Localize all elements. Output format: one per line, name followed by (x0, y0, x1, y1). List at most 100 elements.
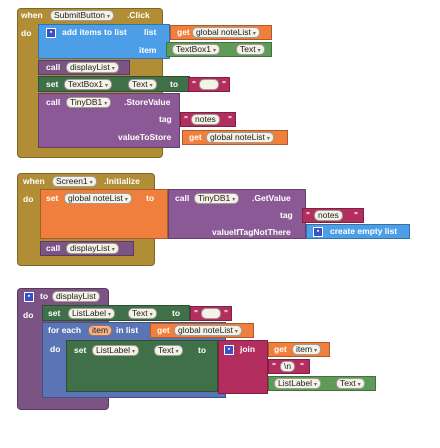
get-keyword: get (177, 27, 190, 37)
chevron-down-icon: ▾ (104, 83, 108, 89)
chevron-down-icon: ▾ (111, 247, 115, 253)
chevron-down-icon: ▾ (234, 329, 238, 335)
tag-socket-label: tag (280, 210, 293, 220)
chevron-down-icon: ▾ (212, 48, 216, 54)
procedure-name-field[interactable]: displayList (52, 291, 100, 302)
join-keyword: join (240, 344, 256, 354)
text-property-dropdown[interactable]: Text▾ (154, 345, 183, 356)
open-quote-icon: " (192, 79, 197, 89)
chevron-down-icon: ▾ (252, 31, 256, 37)
listlabel-component-dropdown[interactable]: ListLabel▾ (92, 345, 140, 356)
when-keyword: when (21, 10, 43, 20)
open-quote-icon: " (184, 114, 189, 124)
global-notelist-dropdown[interactable]: global noteList▾ (206, 132, 274, 143)
mutator-gear-icon[interactable]: ▪ (46, 28, 56, 38)
set-textbox1-text-block[interactable] (38, 76, 190, 92)
valuetostore-socket-label: valueToStore (118, 132, 172, 142)
submitbutton-component-dropdown[interactable]: SubmitButton▾ (50, 10, 115, 21)
text-property-dropdown[interactable]: Text▾ (128, 308, 157, 319)
to-keyword: to (146, 193, 155, 203)
empty-text-field[interactable] (201, 308, 221, 319)
mutator-gear-icon[interactable]: ▪ (313, 227, 323, 237)
open-quote-icon: " (194, 308, 199, 318)
text-property-dropdown[interactable]: Text▾ (336, 378, 365, 389)
to-keyword: to (40, 291, 49, 301)
text-property-dropdown[interactable]: Text▾ (128, 79, 157, 90)
list-socket-label: list (144, 27, 157, 37)
chevron-down-icon: ▾ (266, 136, 270, 142)
storevalue-method-name: .StoreValue (124, 97, 171, 107)
displaylist-procedure-dropdown[interactable]: displayList▾ (66, 243, 119, 254)
close-quote-icon: " (222, 79, 227, 89)
chevron-down-icon: ▾ (149, 312, 153, 318)
global-notelist-dropdown[interactable]: global noteList▾ (174, 325, 242, 336)
chevron-down-icon: ▾ (111, 66, 115, 72)
notes-text-field[interactable]: notes (191, 114, 220, 125)
chevron-down-icon: ▾ (357, 382, 361, 388)
chevron-down-icon: ▾ (149, 83, 153, 89)
global-notelist-dropdown[interactable]: global noteList▾ (192, 27, 260, 38)
close-quote-icon: " (228, 114, 233, 124)
global-notelist-dropdown[interactable]: global noteList▾ (64, 193, 132, 204)
empty-text-field[interactable] (199, 79, 219, 90)
screen1-component-dropdown[interactable]: Screen1▾ (52, 176, 97, 187)
getvalue-method-name: .GetValue (252, 193, 291, 203)
for-each-keyword: for each (48, 325, 82, 335)
textbox1-component-dropdown[interactable]: TextBox1▾ (172, 44, 220, 55)
add-items-label: add items to list (62, 27, 127, 37)
mutator-gear-icon[interactable]: ▪ (224, 345, 234, 355)
close-quote-icon: " (224, 308, 229, 318)
do-keyword: do (21, 28, 32, 38)
chevron-down-icon: ▾ (175, 349, 179, 355)
set-keyword: set (74, 345, 87, 355)
call-keyword: call (46, 243, 61, 253)
chevron-down-icon: ▾ (132, 349, 136, 355)
item-variable-dropdown[interactable]: item▾ (292, 344, 322, 355)
open-quote-icon: " (306, 210, 311, 220)
close-quote-icon: " (354, 210, 359, 220)
set-listlabel-text-block[interactable] (42, 305, 190, 321)
to-keyword: to (198, 345, 207, 355)
newline-text-field[interactable]: \n (280, 361, 296, 372)
chevron-down-icon: ▾ (104, 101, 108, 107)
tinydb1-component-dropdown[interactable]: TinyDB1▾ (194, 193, 240, 204)
set-listlabel-text-block-inner[interactable] (66, 340, 218, 392)
to-keyword: to (172, 308, 181, 318)
textbox1-component-dropdown[interactable]: TextBox1▾ (64, 79, 112, 90)
text-property-dropdown[interactable]: Text▾ (236, 44, 265, 55)
item-socket-label: item (139, 45, 157, 55)
listlabel-component-dropdown[interactable]: ListLabel▾ (274, 378, 322, 389)
tag-socket-label: tag (159, 114, 172, 124)
do-keyword: do (23, 310, 34, 320)
in-list-keyword: in list (116, 325, 139, 335)
chevron-down-icon: ▾ (257, 48, 261, 54)
call-keyword: call (46, 62, 61, 72)
get-keyword: get (189, 132, 202, 142)
chevron-down-icon: ▾ (314, 382, 318, 388)
listlabel-component-dropdown[interactable]: ListLabel▾ (68, 308, 116, 319)
do-keyword: do (50, 344, 61, 354)
set-keyword: set (46, 79, 59, 89)
chevron-down-icon: ▾ (124, 197, 128, 203)
item-variable-field[interactable]: item (88, 325, 113, 336)
chevron-down-icon: ▾ (232, 197, 236, 203)
create-empty-list-block[interactable] (306, 224, 410, 239)
chevron-down-icon: ▾ (108, 312, 112, 318)
notes-text-field[interactable]: notes (314, 210, 343, 221)
displaylist-procedure-dropdown[interactable]: displayList▾ (66, 62, 119, 73)
set-keyword: set (48, 308, 61, 318)
chevron-down-icon: ▾ (107, 14, 111, 20)
click-event-name: .Click (127, 10, 150, 20)
set-keyword: set (46, 193, 59, 203)
get-keyword: get (157, 325, 170, 335)
chevron-down-icon: ▾ (89, 180, 93, 186)
close-quote-icon: " (300, 361, 305, 371)
call-keyword: call (46, 97, 61, 107)
initialize-event-name: .Initialize (104, 176, 140, 186)
chevron-down-icon: ▾ (314, 348, 318, 354)
do-keyword: do (23, 194, 34, 204)
add-items-to-list-block[interactable] (38, 24, 170, 59)
valueiftagnotthere-socket-label: valueIfTagNotThere (212, 227, 291, 237)
tinydb1-component-dropdown[interactable]: TinyDB1▾ (66, 97, 112, 108)
mutator-gear-icon[interactable]: ▪ (24, 292, 34, 302)
